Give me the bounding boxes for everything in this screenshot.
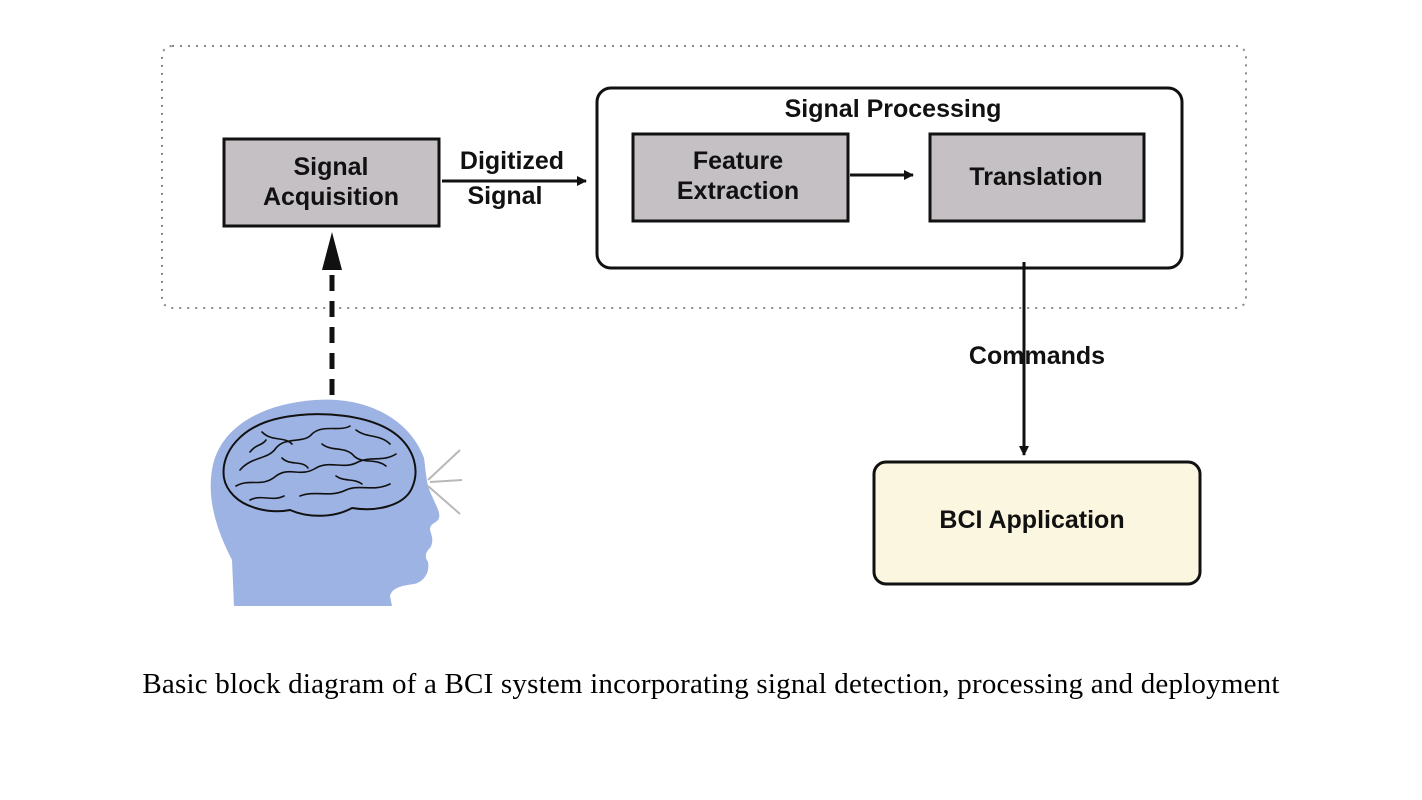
signal-acquisition-label-line2: Acquisition	[263, 183, 399, 211]
brain-signal-arrowhead	[322, 232, 342, 270]
bci-application-node: BCI Application	[872, 460, 1202, 586]
human-head-brain-icon	[210, 399, 463, 606]
digitized-signal-label-line2: Signal	[467, 182, 542, 210]
digitized-signal-label-line1: Digitized	[460, 147, 564, 175]
bci-application-label: BCI Application	[939, 506, 1124, 534]
system-boundary	[161, 45, 1247, 309]
signal-acquisition-label-line1: Signal	[293, 153, 368, 181]
digitized-signal-edge: Digitized Signal	[442, 147, 587, 210]
signal-processing-node: Signal Processing Feature Extraction Tra…	[595, 86, 1184, 270]
brain-outline	[222, 413, 417, 517]
signal-acquisition-node: Signal Acquisition	[222, 137, 441, 228]
signal-processing-title: Signal Processing	[785, 95, 1002, 123]
translation-box	[928, 132, 1146, 223]
feature-extraction-label-line2: Extraction	[677, 177, 799, 205]
commands-label: Commands	[969, 342, 1105, 370]
commands-edge: Commands	[969, 262, 1105, 456]
signal-acquisition-box	[222, 137, 441, 228]
translation-label: Translation	[969, 163, 1102, 191]
sight-lines	[427, 449, 463, 515]
figure-caption: Basic block diagram of a BCI system inco…	[142, 668, 1280, 700]
feature-extraction-box	[631, 132, 850, 223]
feature-extraction-label-line1: Feature	[693, 147, 783, 175]
bci-application-box	[872, 460, 1202, 586]
